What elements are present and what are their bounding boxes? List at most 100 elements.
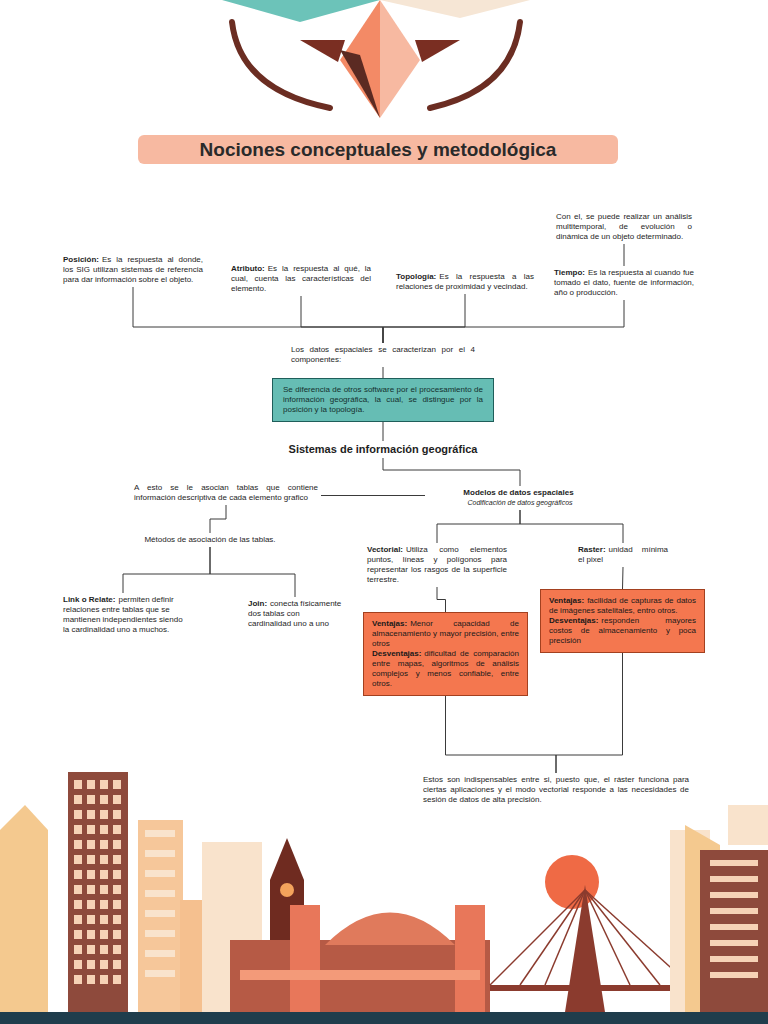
window [100,975,108,984]
text-heading: Ventajas: [549,596,584,605]
window [710,892,758,898]
method-text: Link o Relate:permiten definir relacione… [60,593,186,637]
window [113,900,121,909]
connector-line [321,495,425,496]
window [87,780,95,789]
text-heading: Modelos de datos espaciales [463,488,573,497]
window [113,840,121,849]
text-block: Sistemas de información geográfica [261,443,505,456]
note-text: A esto se le asocian tablas que contiene… [131,481,321,505]
connector-line [383,294,465,343]
text-heading: Vectorial: [367,545,403,554]
text-block: Topología:Es la respuesta a las relacion… [396,272,534,292]
topic-text: Modelos de datos espacialesCodificación … [425,486,615,510]
window [87,885,95,894]
window [113,795,121,804]
window [100,915,108,924]
window [100,900,108,909]
window [113,870,121,879]
window [145,970,175,977]
text-block: Posición:Es la respuesta al donde, los S… [63,255,203,285]
text-block: Tiempo:Es la respuesta al cuando fue tom… [554,268,694,298]
text-block: Estos son indispensables entre si, puest… [423,775,689,805]
connector-line [210,505,226,533]
window [74,810,82,819]
text-block: Métodos de asociación de las tablas. [143,535,277,545]
text-block: Ventajas:Menor capacidad de almacenamien… [372,619,519,649]
window [87,930,95,939]
text-block: Desventajas:dificultad de comparación en… [372,649,519,689]
window [113,810,121,819]
window [113,915,121,924]
connector-line [446,696,557,773]
text-heading: Topología: [396,272,436,281]
text-block: Codificación de datos geográficos [428,498,612,508]
window [74,855,82,864]
window [710,860,758,866]
window [113,960,121,969]
model-text: Vectorial:Utiliza como elementos puntos,… [364,543,510,587]
text-body: Codificación de datos geográficos [467,499,572,506]
connector-line [437,510,520,543]
window [145,950,175,957]
window [100,870,108,879]
connector-line [301,296,383,343]
text-heading: Posición: [63,255,99,264]
method-text: Join:conecta físicamente dos tablas con … [245,597,345,631]
window [145,890,175,897]
connector-line [383,422,384,441]
text-body: Los datos espaciales se caracterizan por… [291,345,475,364]
window [113,930,121,939]
conclusion-text: Estos son indispensables entre si, puest… [420,773,692,807]
window [710,924,758,930]
window [87,945,95,954]
connector-line [133,287,383,343]
connector-line [383,300,624,343]
connector-line [383,458,520,486]
text-body: Se diferencia de otros software por el p… [283,385,483,414]
text-block: A esto se le asocian tablas que contiene… [134,483,318,503]
window [87,960,95,969]
central-topic: Sistemas de información geográfica [258,441,508,458]
window [74,915,82,924]
window [113,975,121,984]
connector-line [556,653,623,773]
bottom-bar [0,1012,768,1024]
intro-text: Los datos espaciales se caracterizan por… [288,343,478,367]
window [100,945,108,954]
window [100,855,108,864]
window [87,795,95,804]
text-heading: Ventajas: [372,619,407,628]
component-text: Posición:Es la respuesta al donde, los S… [60,253,206,287]
window [113,825,121,834]
definition-box: Se diferencia de otros software por el p… [272,378,494,422]
window [74,870,82,879]
text-block: Con el, se puede realizar un análisis mu… [556,212,692,242]
title-banner: Nociones conceptuales y metodológica [138,135,618,164]
text-heading: Join: [248,599,267,608]
window [87,840,95,849]
window [710,940,758,946]
window [74,780,82,789]
city-skyline [0,772,768,1012]
window [100,810,108,819]
connector-line [123,547,210,593]
window [710,956,758,962]
window [113,780,121,789]
text-block: Modelos de datos espaciales [428,488,612,498]
text-body: Métodos de asociación de las tablas. [144,535,275,544]
text-block: Link o Relate:permiten definir relacione… [63,595,183,635]
window [87,810,95,819]
window [710,972,758,978]
window [74,885,82,894]
component-text: Atributo:Es la respuesta al qué, la cual… [228,262,374,296]
window [74,975,82,984]
window [74,960,82,969]
window [100,840,108,849]
window [100,885,108,894]
connector-line [210,547,295,597]
window [87,900,95,909]
window [87,855,95,864]
text-block: Los datos espaciales se caracterizan por… [291,345,475,365]
window [100,960,108,969]
